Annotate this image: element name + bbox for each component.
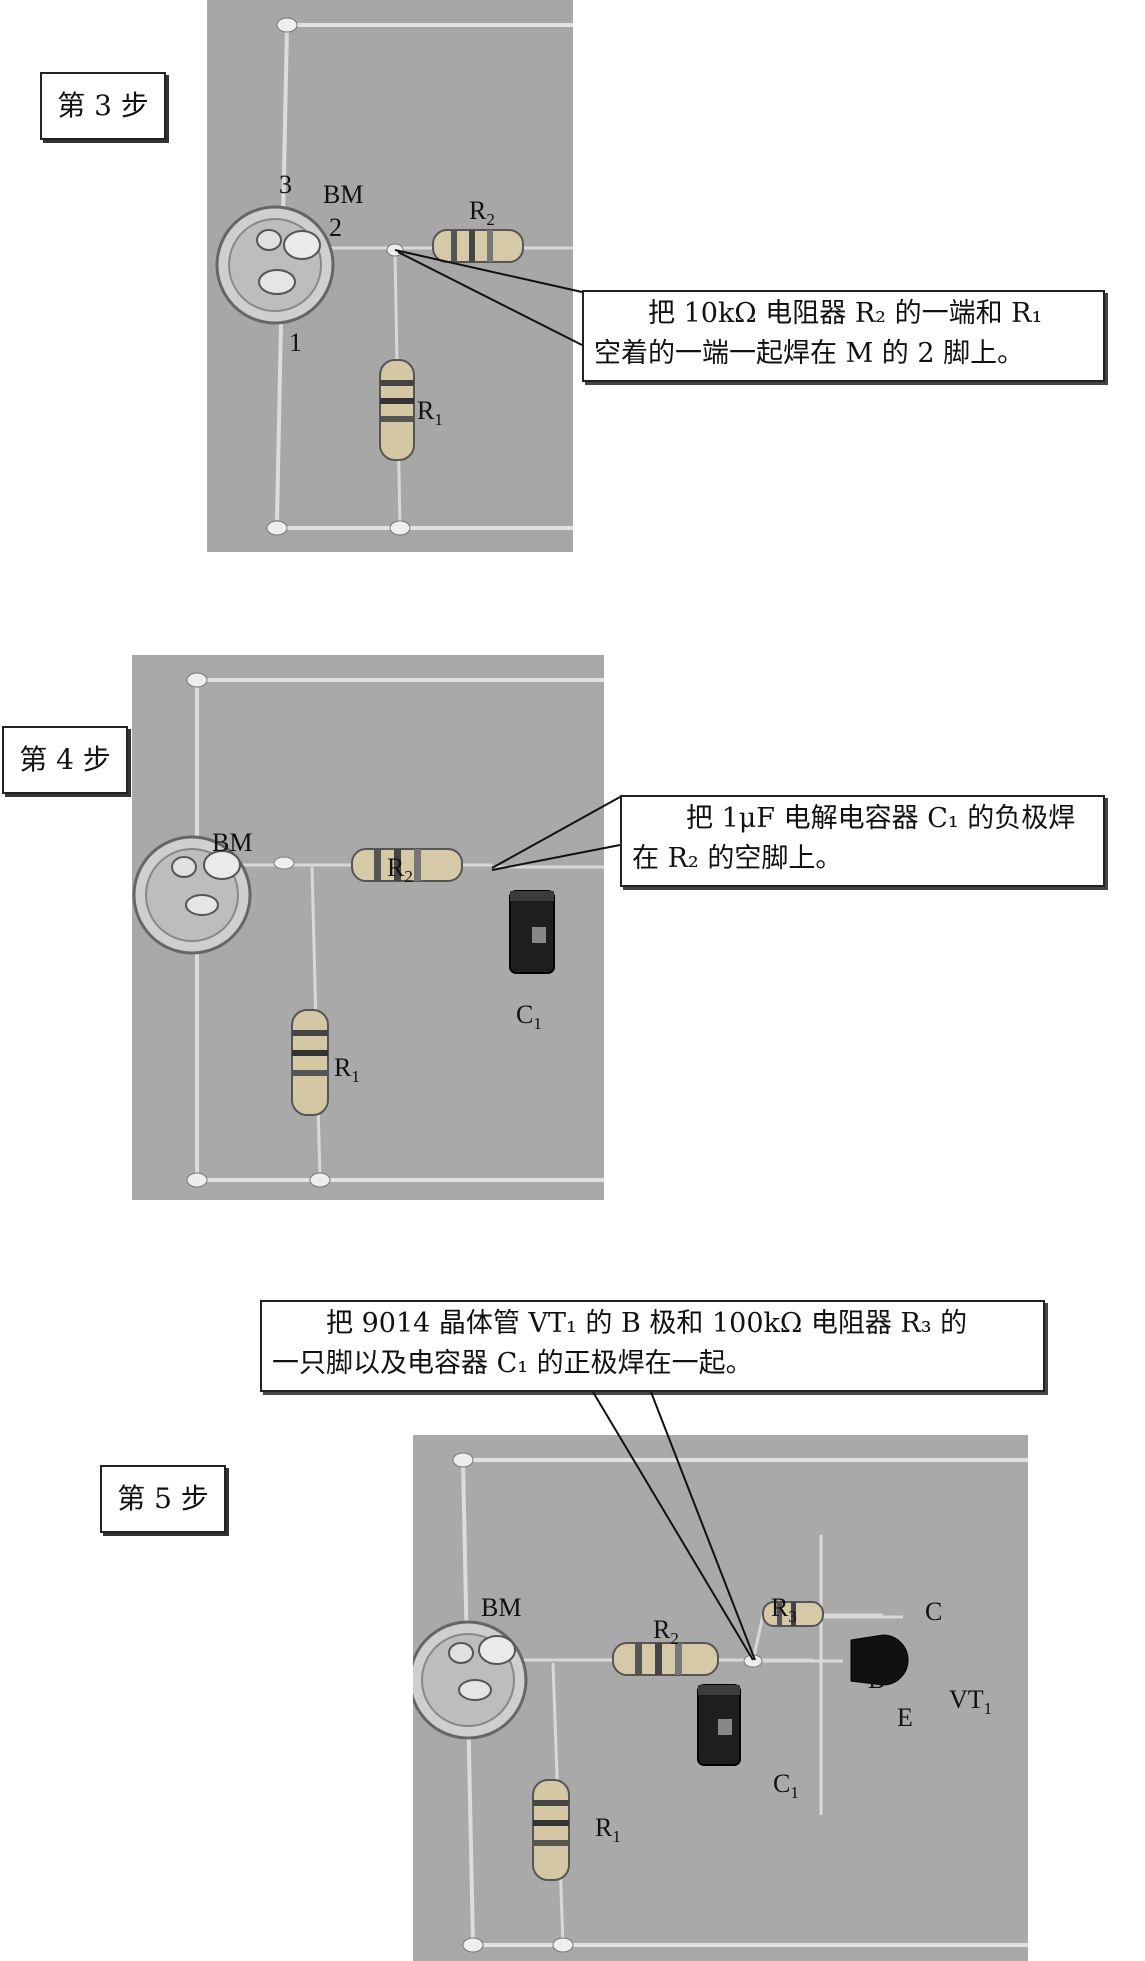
step5-r2-label: R2	[653, 1615, 679, 1649]
step5-b-pin-label: B	[868, 1665, 886, 1694]
step4-photo: BM R2 C1 R1	[132, 655, 604, 1200]
step3-callout-line2: 空着的一端一起焊在 M 的 2 脚上。	[594, 338, 1025, 369]
step4-bm-label: BM	[212, 828, 253, 857]
step3-callout: 把 10kΩ 电阻器 R₂ 的一端和 R₁ 空着的一端一起焊在 M 的 2 脚上…	[582, 290, 1105, 382]
step5-r3-label: R3	[771, 1593, 797, 1627]
step3-pin3-label: 3	[279, 170, 292, 199]
step3-circuit-drawing	[207, 0, 573, 552]
step4-r2-label: R2	[387, 853, 413, 887]
step5-vt1-label: VT1	[949, 1685, 993, 1719]
step3-photo: 3 BM 2 1 R2 R1	[207, 0, 573, 552]
step3-r1-label: R1	[417, 396, 443, 430]
step4-circuit-drawing	[132, 655, 604, 1200]
step5-callout-line1: 把 9014 晶体管 VT₁ 的 B 极和 100kΩ 电阻器 R₃ 的	[326, 1308, 968, 1339]
step3-r2-label: R2	[469, 196, 495, 230]
step4-c1-label: C1	[516, 1000, 542, 1034]
step5-label-text: 第 5 步	[117, 1482, 209, 1515]
step5-c-pin-label: C	[925, 1597, 943, 1626]
step4-label: 第 4 步	[2, 726, 128, 794]
step5-label: 第 5 步	[100, 1465, 226, 1533]
step5-bm-label: BM	[481, 1593, 522, 1622]
step5-circuit-drawing	[413, 1435, 1028, 1961]
step4-r1-label: R1	[334, 1053, 360, 1087]
step3-label: 第 3 步	[40, 72, 166, 140]
step5-r1-label: R1	[595, 1813, 621, 1847]
step3-pin1-label: 1	[289, 328, 302, 357]
step4-callout-line1: 把 1μF 电解电容器 C₁ 的负极焊	[686, 803, 1076, 834]
step3-pin2-label: 2	[329, 213, 342, 242]
step4-callout: 把 1μF 电解电容器 C₁ 的负极焊 在 R₂ 的空脚上。	[620, 795, 1105, 887]
step5-callout-line2: 一只脚以及电容器 C₁ 的正极焊在一起。	[272, 1348, 753, 1379]
step5-callout: 把 9014 晶体管 VT₁ 的 B 极和 100kΩ 电阻器 R₃ 的 一只脚…	[260, 1300, 1045, 1392]
step4-callout-line2: 在 R₂ 的空脚上。	[632, 843, 843, 874]
step3-label-text: 第 3 步	[57, 89, 149, 122]
step5-c1-label: C1	[773, 1769, 799, 1803]
step4-label-text: 第 4 步	[19, 743, 111, 776]
step5-e-pin-label: E	[897, 1703, 913, 1732]
step5-photo: BM R2 R3 C B E VT1 C1 R1	[413, 1435, 1028, 1961]
step3-bm-label: BM	[323, 180, 364, 209]
step3-callout-line1: 把 10kΩ 电阻器 R₂ 的一端和 R₁	[648, 298, 1043, 329]
